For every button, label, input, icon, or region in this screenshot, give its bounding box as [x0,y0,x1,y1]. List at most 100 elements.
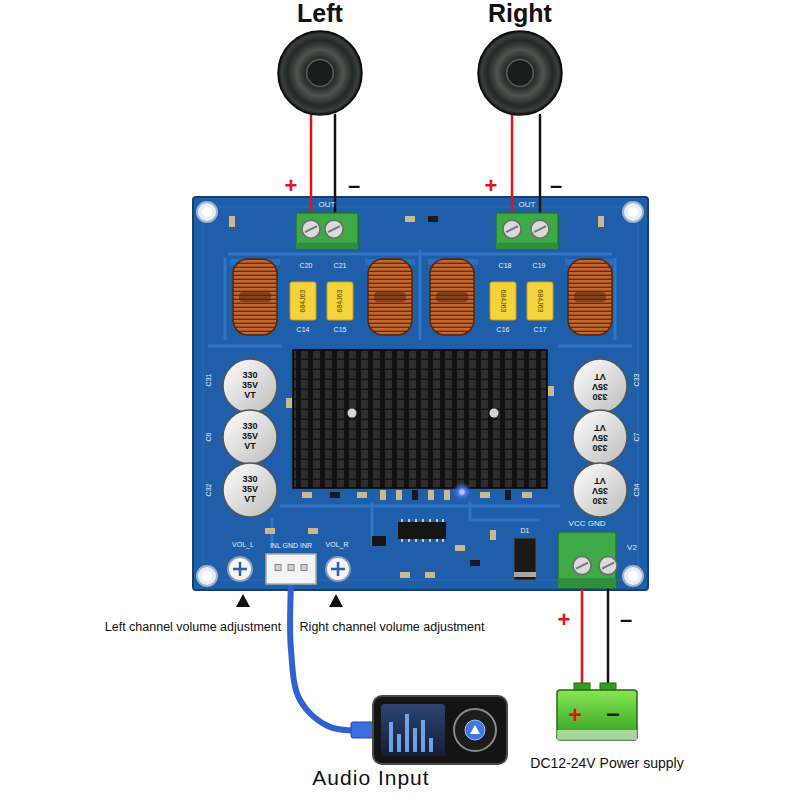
polarity-sign: – [348,174,360,198]
toroid-inductor [239,292,271,302]
pointer-triangle [236,594,250,607]
terminal-screw [573,557,591,575]
terminal-ridge [558,578,616,588]
screw-slot [506,226,518,232]
audio-player-shape [373,696,507,764]
caption: Audio Input [295,766,447,789]
screw-slot [328,226,340,232]
ic-chip [402,519,443,542]
toroid-inductor [436,292,468,302]
silkscreen-ref: C32 [205,478,213,502]
annotation: Right channel volume adjustment [287,621,497,635]
terminal-body [296,213,358,249]
power-wire [581,588,584,690]
battery-band [557,730,637,740]
pcb-board [203,207,638,580]
screw-slot [576,563,588,569]
mounting-hole [628,207,638,217]
diode [514,572,536,577]
capacitor-value: 330 35V VT [238,475,262,505]
terminal-screw [531,220,549,238]
screw-slot [305,226,317,232]
audio-cable [290,584,373,730]
mounting-hole [623,566,643,586]
smd-component [444,490,450,500]
smd-component [330,492,340,498]
power-wire [607,588,610,690]
polarity-sign: – [601,700,625,726]
toroid-inductor [374,292,406,302]
smd-component [229,216,235,227]
capacitor-value: 330 35V VT [588,371,612,401]
silkscreen-ref: C16 [491,326,515,334]
mounting-hole [623,202,643,222]
output-terminal-shape [296,213,358,249]
mounting-hole [202,207,212,217]
toroid-inductor [574,292,606,302]
mounting-hole [197,202,643,586]
power-wire [539,115,542,213]
toroid-inductor [233,259,277,335]
audio-player: Audio Input [373,696,507,764]
output-terminal-shape [496,213,558,249]
diode [514,538,536,580]
ic-chip [398,522,446,539]
silkscreen-ref: C6 [205,425,213,449]
polarity-sign: – [620,608,632,632]
mounting-hole [628,571,638,581]
silkscreen-ref: C19 [527,262,551,270]
speaker-shape [278,31,362,115]
toroid-inductor [430,259,474,335]
terminal-body [496,213,558,249]
heatsink [348,409,357,418]
toroid-inductor [568,259,612,335]
silkscreen-ref: C20 [294,262,318,270]
status-led [460,490,465,495]
capacitor-value: 684J63 [499,283,507,319]
smd-component [522,492,532,498]
mounting-hole [197,566,217,586]
input-header-shape [266,554,316,584]
silkscreen-ref: V2 [622,544,642,553]
ic-chip [372,519,446,546]
play-symbol [470,725,480,734]
audio-plug [351,722,375,738]
electrolytic-capacitor [223,359,627,517]
status-led [452,482,472,502]
screw-slot [534,226,546,232]
pcb-board [230,259,615,265]
electrolytic-capacitor [573,359,627,413]
polarity-sign: + [285,174,298,198]
smd-component [455,545,465,551]
power-wire [334,115,337,213]
capacitor-value: 684J63 [536,283,544,319]
potentiometer [233,562,247,576]
header-body [266,554,316,584]
silkscreen-ref: C17 [528,326,552,334]
silkscreen-ref: D1 [513,527,537,535]
speaker-cap [507,60,534,87]
heatsink [490,409,499,418]
smd-component [396,490,402,500]
pointer-triangle [236,594,343,607]
silkscreen-ref: VOL_R [320,541,354,549]
level-bar [429,738,433,752]
smd-component [428,216,438,222]
electrolytic-capacitor [223,410,277,464]
toroid-inductor [233,259,612,335]
pointer-triangle [329,594,343,607]
smd-component [302,492,312,498]
caption: DC12-24V Power supply [527,756,687,771]
terminal-screw [503,220,521,238]
terminal-screw [302,220,320,238]
status-led [452,482,472,502]
film-capacitor [290,282,553,320]
level-bar [389,722,393,752]
silkscreen-ref: C21 [328,262,352,270]
silkscreen-ref: C34 [633,478,641,502]
potentiometer [228,557,252,581]
player-body [373,696,507,764]
